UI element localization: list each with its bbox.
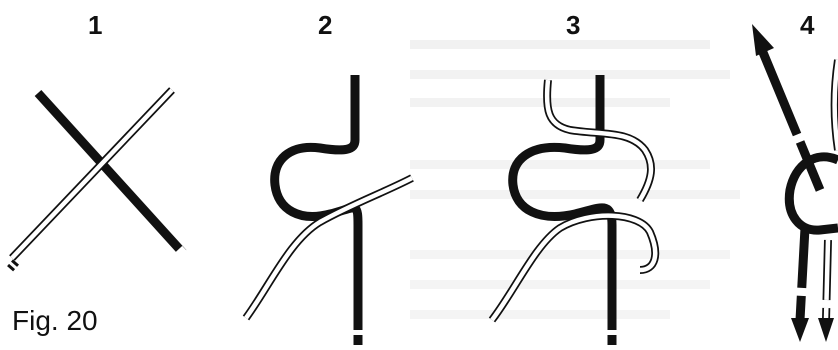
step-3-dark-rope-loop — [513, 75, 612, 345]
step-1-light-rope-fill — [12, 90, 172, 258]
step-4-drawing — [752, 24, 838, 342]
step-4-arrow-up — [752, 24, 774, 56]
bleed-through-text — [410, 40, 740, 319]
step-3-drawing — [492, 75, 655, 345]
step-4-arrow-down-1 — [791, 318, 809, 342]
step-2-drawing — [246, 75, 412, 345]
step-4-dark-rope-up — [762, 50, 820, 190]
step-1-drawing — [9, 90, 189, 270]
step-4-dark-rope-down — [800, 228, 805, 320]
step-3-number: 3 — [566, 10, 580, 41]
step-1-dark-rope — [38, 93, 183, 253]
step-2-light-rope-fill — [246, 178, 412, 318]
step-4-arrow-down-2 — [818, 318, 834, 342]
figure-caption: Fig. 20 — [12, 305, 98, 337]
step-1-number: 1 — [88, 10, 102, 41]
step-2-light-rope-outline — [246, 178, 412, 318]
step-2-number: 2 — [318, 10, 332, 41]
step-4-number: 4 — [800, 10, 814, 41]
